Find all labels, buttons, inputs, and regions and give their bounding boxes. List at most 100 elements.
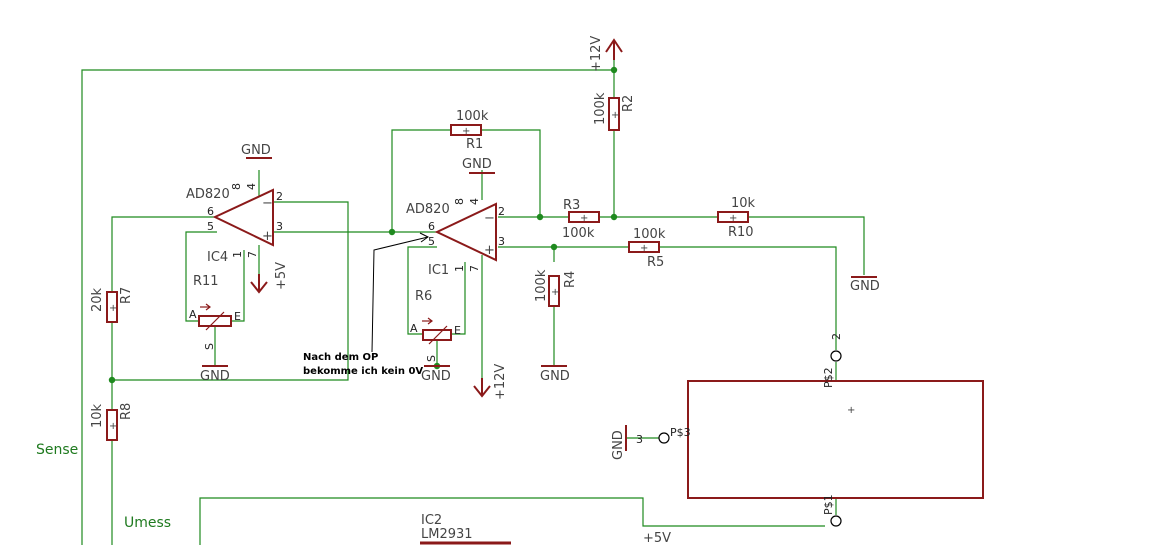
annotation-note: Nach dem OP bekomme ich kein 0V	[303, 232, 429, 377]
svg-text:+: +	[262, 229, 273, 244]
gnd-r6: GND	[421, 365, 451, 384]
svg-text:+: +	[847, 405, 855, 416]
svg-text:S: S	[425, 355, 438, 362]
svg-text:GND: GND	[540, 369, 570, 384]
svg-text:GND: GND	[241, 143, 271, 158]
resistor-r3: + R3 100k	[562, 198, 600, 241]
svg-text:20k: 20k	[90, 287, 105, 312]
svg-text:E: E	[234, 310, 241, 323]
svg-text:100k: 100k	[534, 269, 549, 302]
svg-text:IC4: IC4	[207, 250, 228, 265]
svg-text:R4: R4	[563, 271, 578, 288]
svg-text:GND: GND	[462, 157, 492, 172]
svg-text:10k: 10k	[731, 196, 756, 211]
svg-text:S: S	[203, 343, 216, 350]
potentiometer-r6: R6 A E S	[410, 289, 461, 362]
svg-text:+12V: +12V	[493, 364, 508, 400]
svg-text:−: −	[262, 196, 273, 211]
svg-text:6: 6	[428, 220, 435, 233]
gnd-connector: GND	[611, 425, 627, 460]
svg-text:4: 4	[468, 198, 481, 205]
svg-text:AD820: AD820	[406, 202, 450, 217]
net-labels: Sense Umess +5V	[36, 442, 671, 545]
svg-text:R3: R3	[563, 198, 580, 213]
svg-text:5: 5	[207, 220, 214, 233]
svg-text:A: A	[189, 308, 197, 321]
svg-text:R1: R1	[466, 137, 483, 152]
svg-text:5: 5	[428, 235, 435, 248]
svg-text:GND: GND	[421, 369, 451, 384]
svg-text:R2: R2	[621, 95, 636, 112]
svg-text:+: +	[611, 110, 619, 121]
regulator-ic2: IC2 LM2931	[420, 513, 511, 545]
gnd-r4: GND	[540, 365, 570, 384]
resistor-r1: + 100k R1	[450, 109, 489, 152]
svg-text:P$2: P$2	[822, 367, 835, 388]
svg-text:100k: 100k	[633, 227, 666, 242]
svg-text:8: 8	[230, 183, 243, 190]
svg-text:+: +	[729, 213, 737, 224]
junctions	[108, 66, 618, 384]
gnd-ic1-top: GND	[462, 157, 495, 174]
svg-text:8: 8	[453, 198, 466, 205]
svg-text:100k: 100k	[593, 92, 608, 125]
svg-text:GND: GND	[850, 279, 880, 294]
supply-12v-top: +12V	[589, 36, 623, 72]
svg-text:+: +	[109, 421, 117, 432]
svg-text:Umess: Umess	[124, 515, 171, 531]
svg-text:AD820: AD820	[186, 187, 230, 202]
svg-text:−: −	[484, 211, 495, 226]
potentiometer-r11: R11 A E S	[189, 274, 241, 350]
svg-text:A: A	[410, 322, 418, 335]
svg-text:P$3: P$3	[670, 426, 691, 439]
opamp-ic4: AD820 IC4 6 5 2 3 8 4 7 1 − +	[186, 183, 283, 265]
gnd-r10: GND	[850, 276, 880, 294]
resistor-r7: + 20k R7	[90, 287, 134, 323]
svg-text:R10: R10	[728, 225, 754, 240]
svg-text:7: 7	[468, 265, 481, 272]
svg-text:E: E	[454, 324, 461, 337]
svg-text:1: 1	[453, 265, 466, 272]
svg-text:Sense: Sense	[36, 442, 78, 458]
svg-text:bekomme ich kein 0V: bekomme ich kein 0V	[303, 366, 423, 377]
svg-text:IC2: IC2	[421, 513, 442, 528]
resistor-r5: + 100k R5	[628, 227, 666, 270]
svg-text:+: +	[484, 243, 495, 258]
svg-text:GND: GND	[200, 369, 230, 384]
svg-text:2: 2	[498, 205, 505, 218]
svg-text:2: 2	[276, 190, 283, 203]
svg-text:R11: R11	[193, 274, 219, 289]
svg-text:7: 7	[246, 251, 259, 258]
gnd-r11: GND	[200, 365, 230, 384]
resistor-r10: + 10k R10	[717, 196, 756, 240]
supply-12v-ic1: +12V	[473, 364, 508, 400]
svg-text:3: 3	[498, 235, 505, 248]
svg-text:R6: R6	[415, 289, 432, 304]
resistor-r4: + 100k R4	[534, 269, 578, 307]
svg-text:+: +	[462, 126, 470, 137]
svg-text:IC1: IC1	[428, 263, 449, 278]
svg-text:GND: GND	[611, 430, 626, 460]
opamp-ic1: AD820 IC1 6 5 2 3 8 4 7 1 − +	[406, 198, 505, 278]
svg-text:R8: R8	[119, 403, 134, 420]
svg-text:100k: 100k	[562, 226, 595, 241]
svg-text:+12V: +12V	[589, 36, 604, 72]
svg-text:4: 4	[245, 183, 258, 190]
svg-text:Nach dem OP: Nach dem OP	[303, 352, 378, 363]
svg-text:R5: R5	[647, 255, 664, 270]
svg-text:+5V: +5V	[643, 531, 671, 545]
svg-text:3: 3	[636, 433, 643, 446]
connector-block: + 2 P$2 3 P$3 P$1	[636, 333, 984, 527]
svg-text:2: 2	[830, 333, 843, 340]
resistor-r8: + 10k R8	[90, 403, 134, 441]
svg-text:LM2931: LM2931	[421, 527, 473, 542]
svg-text:+: +	[580, 213, 588, 224]
svg-text:+: +	[109, 303, 117, 314]
supply-5v-ic4: +5V	[250, 262, 289, 294]
gnd-ic4-top: GND	[241, 143, 272, 159]
svg-text:R7: R7	[119, 287, 134, 304]
svg-text:P$1: P$1	[822, 494, 835, 515]
resistor-r2: + 100k R2	[593, 92, 636, 131]
svg-text:100k: 100k	[456, 109, 489, 124]
